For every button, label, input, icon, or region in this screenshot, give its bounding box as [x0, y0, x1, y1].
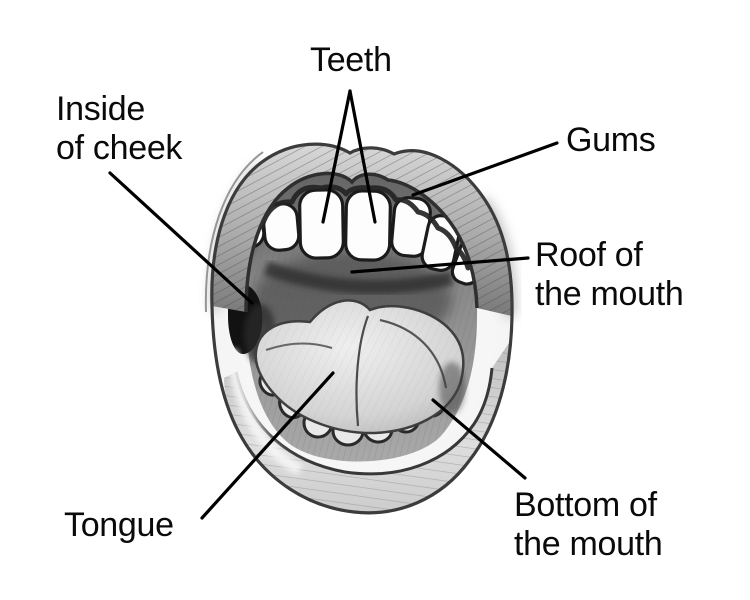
leader-lines	[108, 89, 559, 520]
upper-tooth-central-right	[344, 189, 392, 262]
label-roof-of-mouth: Roof of the mouth	[535, 236, 684, 313]
upper-tooth-central-left	[298, 188, 345, 260]
teeth-leader-line-left	[321, 89, 352, 224]
tongue-center-crease	[355, 315, 370, 427]
tongue-left-fold	[265, 342, 333, 351]
label-gums: Gums	[566, 121, 656, 159]
lower-lip-highlight	[226, 349, 303, 476]
roof-of-mouth-leader-line	[350, 256, 530, 274]
teeth-leader-line-right	[348, 89, 377, 224]
lower-lip-inner-edge	[234, 367, 494, 476]
label-tongue: Tongue	[64, 506, 174, 544]
floor-of-mouth-shadow	[439, 362, 465, 414]
label-bottom-of-mouth: Bottom of the mouth	[514, 486, 663, 563]
upper-lip-inner-edge	[244, 171, 479, 313]
label-inside-of-cheek: Inside of cheek	[56, 90, 183, 167]
label-teeth: Teeth	[310, 41, 392, 79]
gums-leader-line	[411, 141, 559, 197]
under-teeth-shadow	[263, 261, 454, 294]
tongue-leader-line	[200, 371, 335, 520]
inside-of-cheek-leader-line	[108, 171, 254, 305]
sketch-double-contour	[204, 151, 264, 313]
bottom-of-mouth-leader-line	[431, 398, 527, 480]
